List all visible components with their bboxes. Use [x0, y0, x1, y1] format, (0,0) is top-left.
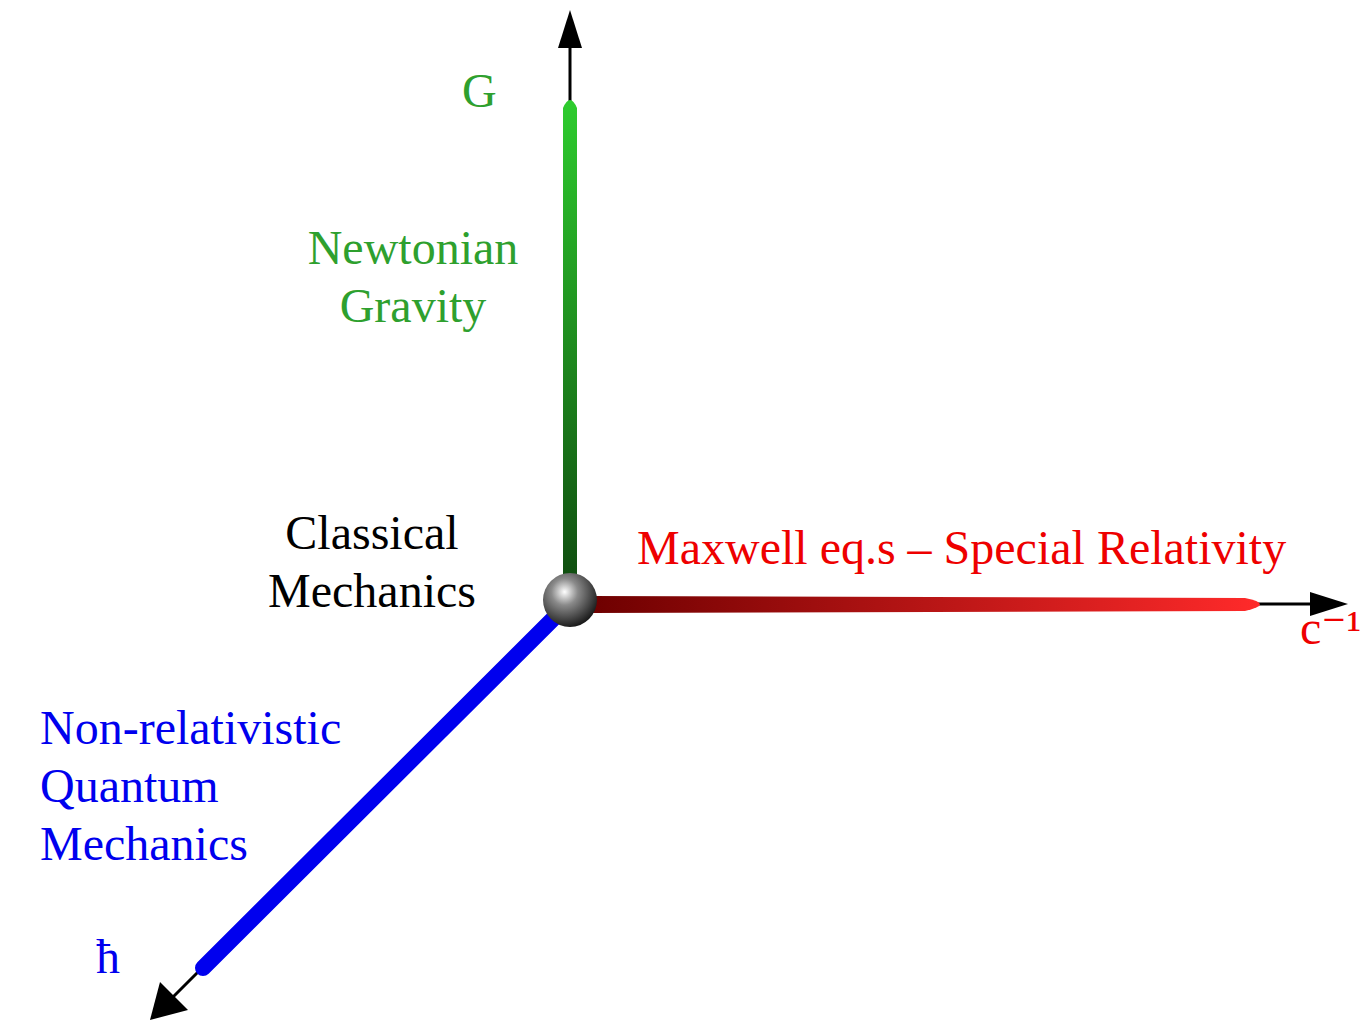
gravity-rod [563, 100, 577, 595]
quantum-rod [203, 610, 562, 968]
axis-symbol: c⁻¹ [1300, 599, 1361, 657]
axis-symbol: G [462, 62, 497, 120]
theory-label: Maxwell eq.s – Special Relativity [637, 519, 1286, 577]
origin-label: Classical Mechanics [242, 504, 502, 620]
theory-label: Non-relativistic Quantum Mechanics [40, 699, 400, 873]
g-arrowhead [558, 10, 582, 48]
axis-symbol: ħ [96, 928, 120, 986]
theory-label: Newtonian Gravity [283, 219, 543, 335]
relativity-rod [590, 596, 1260, 613]
g-axis-line [569, 40, 572, 110]
axis-arrows [150, 10, 1348, 1020]
h-arrowhead [150, 982, 188, 1020]
origin-sphere [543, 573, 597, 627]
